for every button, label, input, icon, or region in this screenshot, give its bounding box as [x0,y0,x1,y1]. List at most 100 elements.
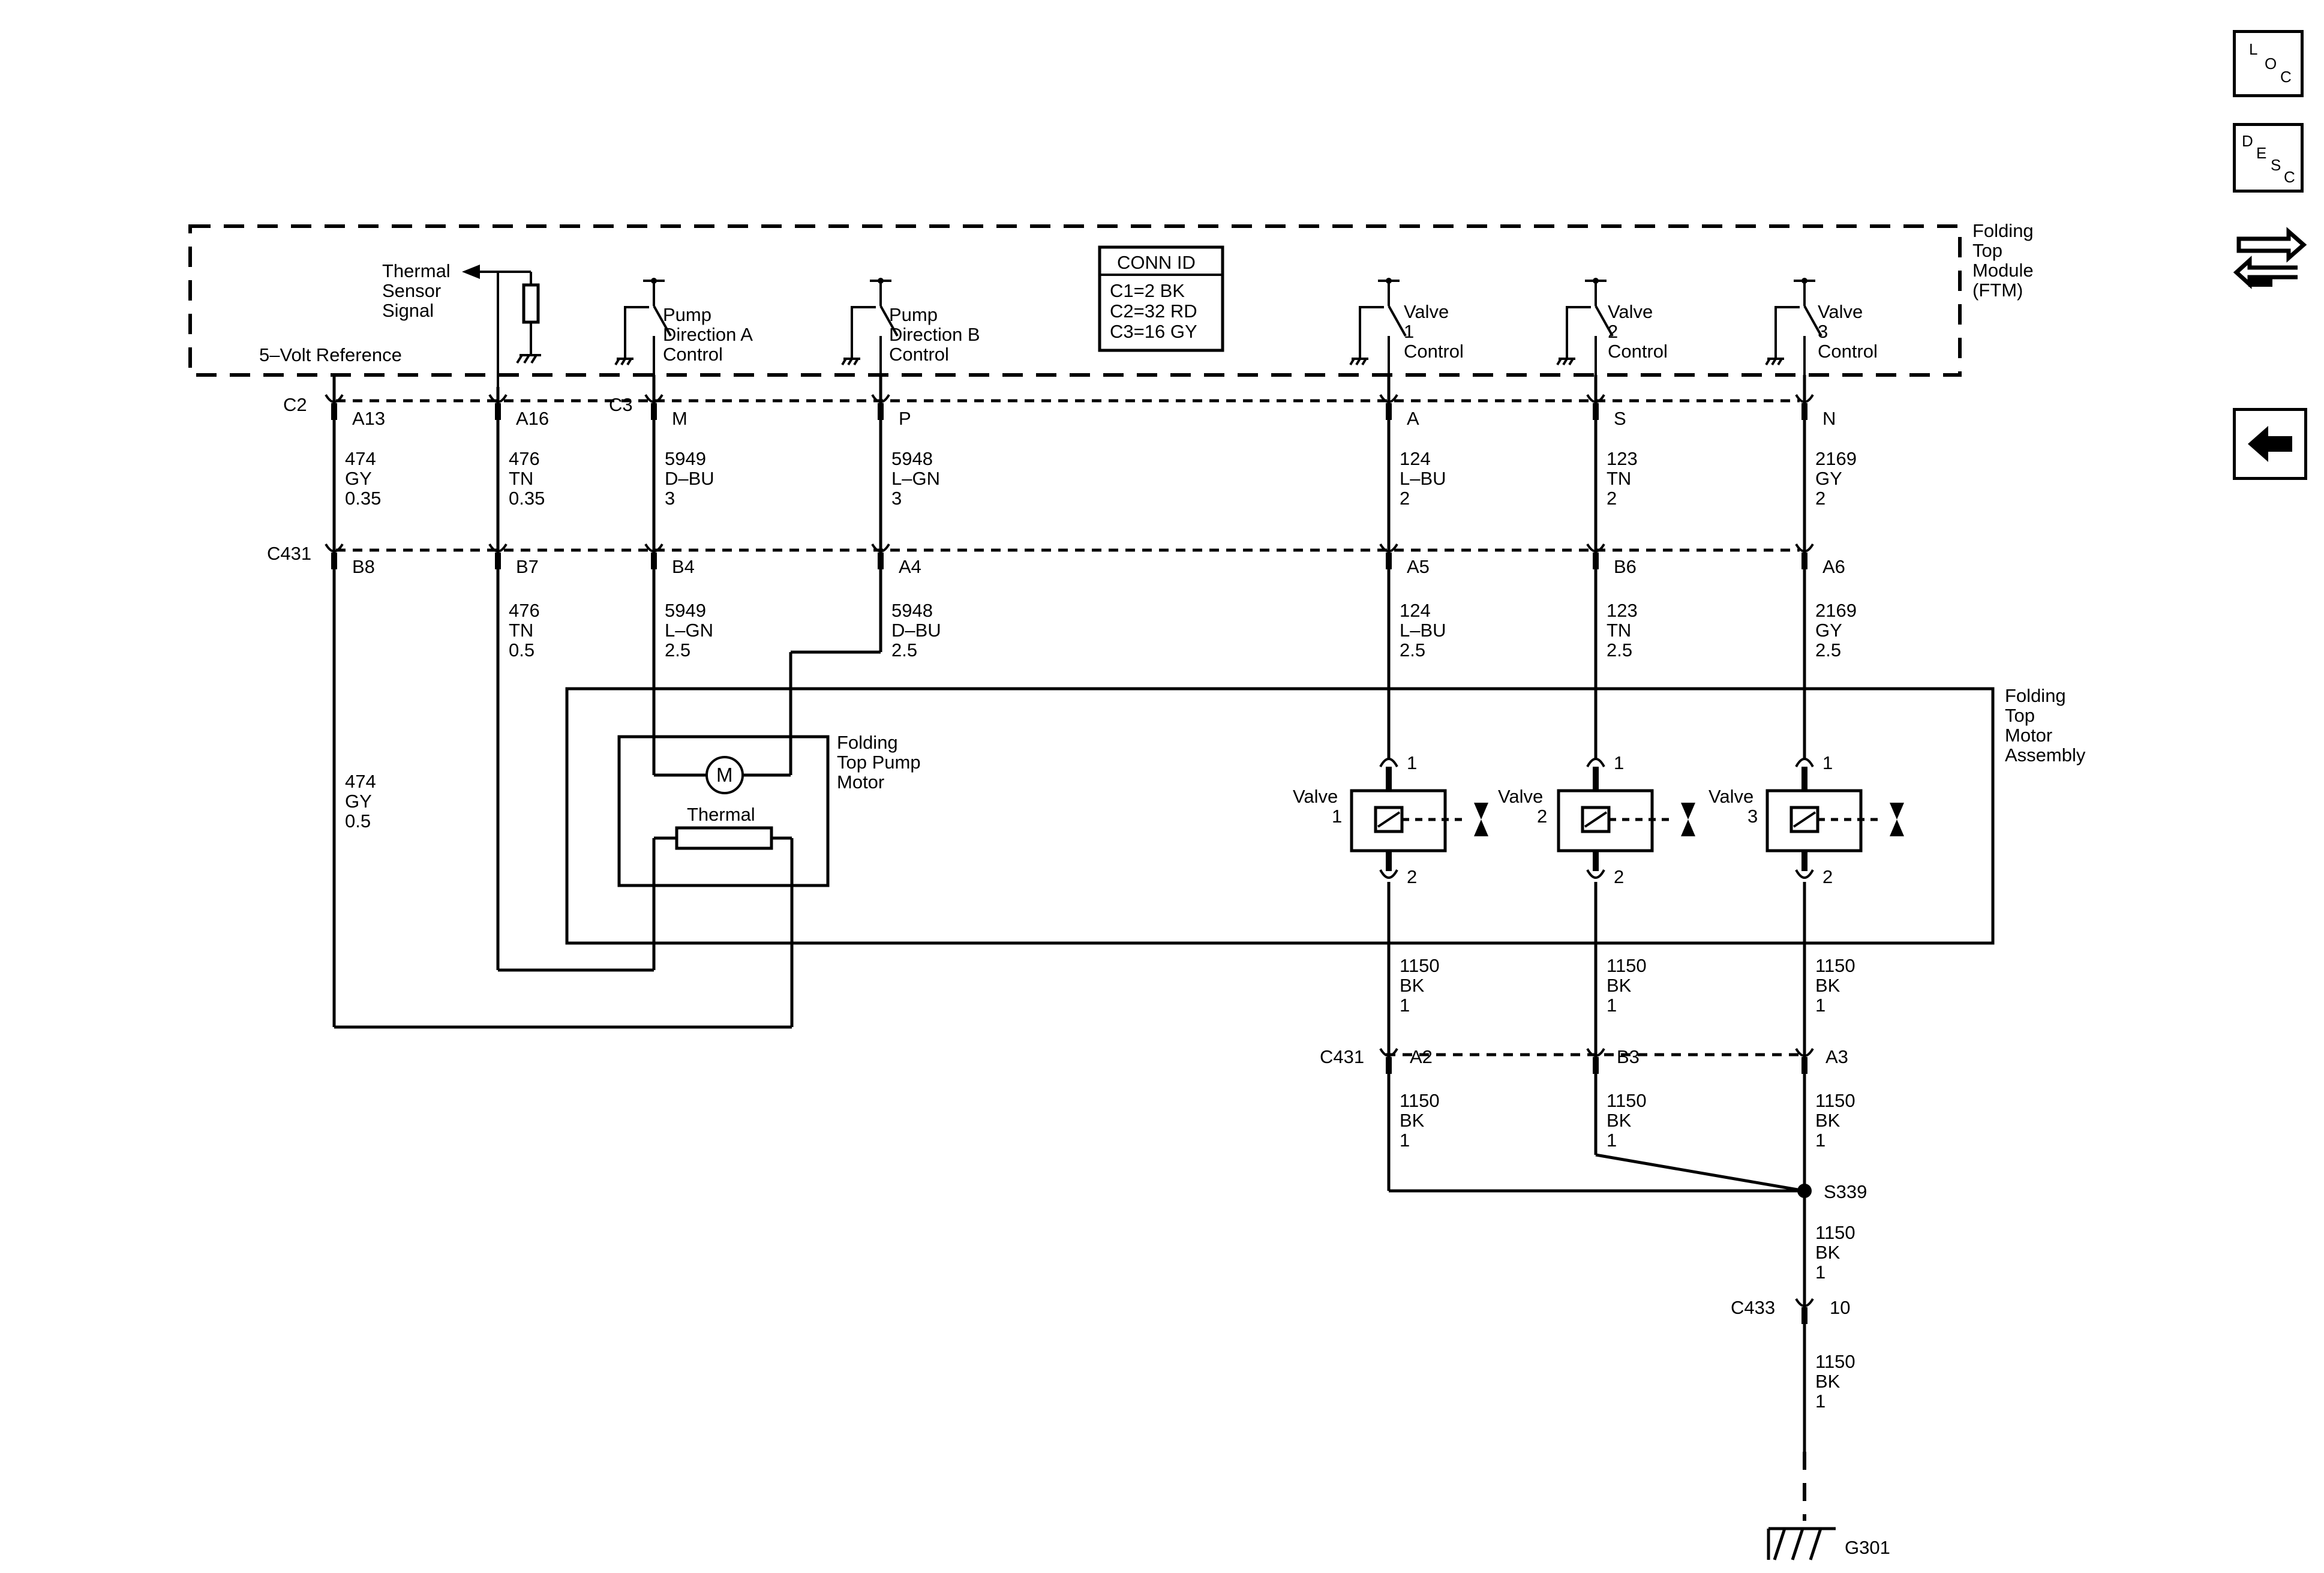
gnd-v3-lower-1: BK [1815,1110,1840,1131]
pump-a-label-2: Direction A [663,324,753,345]
motor-assembly-name-2: Top [2005,705,2035,726]
wire-middle-5-1: GY [1815,620,1842,641]
pin-mid-label-6: A6 [1822,556,1845,577]
connector-view-icon [2233,227,2307,289]
wire-474-low-2: 0.5 [345,810,371,831]
wire-upper-3-1: L–GN [891,468,940,489]
valve-3-pin-2: 2 [1822,866,1833,887]
motor-assembly-outline [565,687,1995,945]
pin-mid-label-4: A5 [1407,556,1430,577]
wire-upper-4-1: L–BU [1400,468,1446,489]
splice-s339 [1797,1184,1812,1198]
thermal-label: Thermal [687,804,755,825]
connector-view-button[interactable] [2232,215,2310,299]
loc-letter-o: O [2265,55,2277,73]
wire-middle-2-1: D–BU [891,620,941,641]
module-name-1: Folding [1972,220,2034,241]
valve-2-pin-1: 1 [1614,752,1624,773]
wire-upper-3-2: 3 [891,488,902,509]
valve2-label-1: Valve [1498,786,1543,807]
gnd-after-splice-0: 1150 [1815,1222,1855,1243]
desc-letter-s: S [2271,156,2281,174]
pump-motor-label-1: Folding [837,732,898,753]
gnd-v3-upper-2: 1 [1815,995,1825,1016]
valve3-control-label-3: Control [1818,341,1878,362]
pin-top-label-3: P [899,408,911,429]
wire-upper-4-0: 124 [1400,448,1431,469]
valve1-control-label-1: Valve [1404,301,1449,322]
gnd-v1-upper-0: 1150 [1400,955,1440,976]
thermal-sensor-signal: Thermal Sensor Signal [382,260,541,387]
wire-middle-1-0: 5949 [665,600,706,621]
pin-mid-label-3: A4 [899,556,921,577]
gnd-v1-upper-2: 1 [1400,995,1410,1016]
wire-middle-4-0: 123 [1607,600,1638,621]
pump-b-label-2: Direction B [889,324,980,345]
wire-upper-1-0: 476 [509,448,540,469]
valve3-label-2: 3 [1747,806,1758,827]
gnd-v1-lower-0: 1150 [1400,1090,1440,1111]
valve-1-pin-2: 2 [1407,866,1417,887]
desc-letter-c: C [2284,168,2295,186]
gnd-v3-upper-1: BK [1815,975,1840,996]
solenoid-valve-1: 12 [1350,752,1488,887]
gnd-v3-lower-2: 1 [1815,1130,1825,1151]
module-name-3: Module [1972,260,2034,281]
pin-top-label-5: S [1614,408,1626,429]
loc-letter-l: L [2249,40,2258,58]
wire-middle-5-2: 2.5 [1815,640,1841,661]
gnd-after-c433-2: 1 [1815,1391,1825,1412]
pump-b-label-3: Control [889,344,949,365]
wire-upper-2-0: 5949 [665,448,706,469]
wire-middle-3-0: 124 [1400,600,1431,621]
wire-middle-4-2: 2.5 [1607,640,1632,661]
valve3-label-1: Valve [1709,786,1753,807]
valve2-label-2: 2 [1537,806,1547,827]
gnd-v2-upper-1: BK [1607,975,1632,996]
back-button[interactable] [2233,408,2307,480]
motor-symbol: M [716,764,733,786]
ground-label: G301 [1845,1537,1890,1558]
valve1-label-1: Valve [1293,786,1338,807]
wire-middle-2-0: 5948 [891,600,933,621]
pin-mid-label-5: B6 [1614,556,1637,577]
switch-symbol-0 [614,278,672,375]
pin-bottom-label-2: A3 [1825,1046,1848,1067]
motor-assembly-name-3: Motor [2005,725,2052,746]
svg-text:Sensor: Sensor [382,280,441,301]
desc-button[interactable]: D E S C [2233,123,2304,193]
pin-top-label-4: A [1407,408,1419,429]
wire-upper-1-2: 0.35 [509,488,545,509]
wire-middle-0-0: 476 [509,600,540,621]
pump-a-label-3: Control [663,344,723,365]
desc-letter-e: E [2256,144,2267,162]
pin-mid-label-1: B7 [516,556,539,577]
solenoid-valve-2: 12 [1557,752,1695,887]
valve2-control-label-3: Control [1608,341,1668,362]
desc-letter-d: D [2242,132,2253,150]
module-switches [614,278,1822,375]
valve1-control-label-3: Control [1404,341,1464,362]
c431-top-label: C431 [267,543,311,564]
wire-474-low-0: 474 [345,771,376,792]
loc-button[interactable]: L O C [2233,30,2304,97]
gnd-v3-upper-0: 1150 [1815,955,1855,976]
pin-top-label-0: A13 [352,408,385,429]
wire-middle-5-0: 2169 [1815,600,1857,621]
pump-motor: M Thermal Folding Top Pump Motor [617,732,921,887]
motor-assembly-name-1: Folding [2005,685,2066,706]
wire-upper-1-1: TN [509,468,533,489]
gnd-v1-lower-1: BK [1400,1110,1425,1131]
pin-mid-label-0: B8 [352,556,375,577]
c433-pin: 10 [1830,1297,1850,1318]
splice-label: S339 [1824,1181,1867,1202]
wires [332,375,1806,1521]
conn-id-title: CONN ID [1117,252,1196,273]
loc-letter-c: C [2280,68,2292,86]
wire-upper-3-0: 5948 [891,448,933,469]
pin-bottom-label-1: B3 [1617,1046,1640,1067]
valve2-control-label-1: Valve [1608,301,1653,322]
gnd-v2-lower-2: 1 [1607,1130,1617,1151]
